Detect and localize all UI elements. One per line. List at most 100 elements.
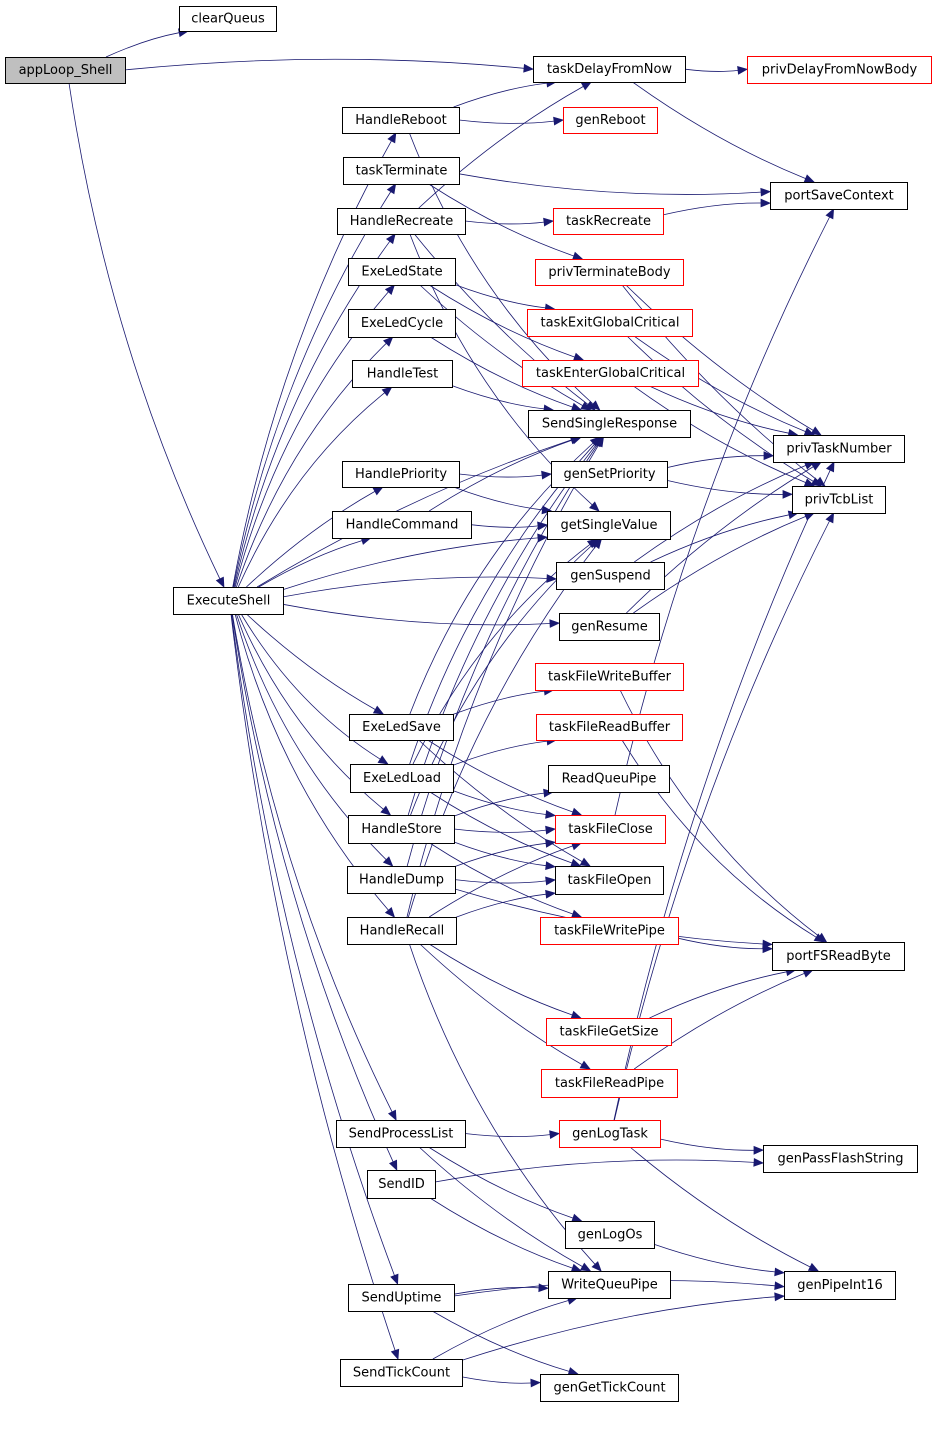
node-priv-task-number[interactable]: privTaskNumber <box>773 435 905 463</box>
node-box <box>556 562 665 590</box>
arrowhead-icon <box>803 174 815 183</box>
node-label: privTerminateBody <box>548 265 670 280</box>
node-send-uptime[interactable]: SendUptime <box>348 1284 455 1312</box>
node-box <box>348 1284 455 1312</box>
node-task-file-read-buffer[interactable]: taskFileReadBuffer <box>536 714 683 741</box>
node-task-file-write-buffer[interactable]: taskFileWriteBuffer <box>535 663 684 691</box>
edge-execute-shell-to-send-uptime <box>231 613 399 1285</box>
node-handle-reboot[interactable]: HandleReboot <box>342 107 460 134</box>
node-box <box>773 435 905 463</box>
node-clear-queus[interactable]: clearQueus <box>179 6 277 32</box>
node-task-enter-global-critical[interactable]: taskEnterGlobalCritical <box>522 360 699 387</box>
edge-gen-log-task-to-gen-pipe-int16 <box>629 1146 820 1272</box>
arrowhead-icon <box>386 183 397 195</box>
edge-handle-reboot-to-gen-reboot <box>458 116 565 126</box>
node-task-file-open[interactable]: taskFileOpen <box>555 866 664 895</box>
node-read-queu-pipe[interactable]: ReadQueuPipe <box>548 765 670 793</box>
node-label: HandlePriority <box>355 467 447 482</box>
node-send-single-response[interactable]: SendSingleResponse <box>528 410 691 438</box>
node-label: SendSingleResponse <box>542 417 677 432</box>
arrowhead-icon <box>545 825 557 835</box>
node-priv-terminate-body[interactable]: privTerminateBody <box>535 259 684 286</box>
arrowhead-icon <box>760 198 772 208</box>
node-gen-pass-flash-string[interactable]: genPassFlashString <box>763 1145 918 1173</box>
edge-line <box>430 336 573 408</box>
edge-gen-log-task-to-gen-pass-flash-string <box>659 1138 765 1155</box>
node-box <box>563 107 658 134</box>
node-label: privTcbList <box>805 493 874 508</box>
edge-send-uptime-to-write-queu-pipe <box>453 1283 550 1295</box>
arrowhead-icon <box>753 1145 765 1155</box>
node-label: clearQueus <box>191 12 265 27</box>
edge-line <box>256 439 572 588</box>
node-label: portFSReadByte <box>786 949 891 964</box>
node-label: genPassFlashString <box>777 1152 903 1167</box>
node-port-save-context[interactable]: portSaveContext <box>770 182 908 210</box>
edge-task-terminate-to-port-save-context <box>458 173 772 197</box>
node-box <box>535 663 684 691</box>
node-gen-set-priority[interactable]: genSetPriority <box>551 461 668 488</box>
node-gen-suspend[interactable]: genSuspend <box>556 562 665 590</box>
node-exe-led-load[interactable]: ExeLedLoad <box>350 764 454 793</box>
node-task-terminate[interactable]: taskTerminate <box>343 157 460 185</box>
node-box <box>555 815 666 844</box>
node-box <box>342 461 460 488</box>
node-handle-priority[interactable]: HandlePriority <box>342 461 460 488</box>
node-get-single-value[interactable]: getSingleValue <box>547 511 671 540</box>
node-gen-pipe-int16[interactable]: genPipeInt16 <box>784 1271 896 1300</box>
edge-line <box>240 613 381 760</box>
node-exe-led-save[interactable]: ExeLedSave <box>349 714 454 741</box>
node-priv-tcb-list[interactable]: privTcbList <box>792 486 886 514</box>
node-execute-shell[interactable]: ExecuteShell <box>173 587 284 615</box>
node-label: genReboot <box>575 113 645 128</box>
edge-line <box>625 284 814 431</box>
node-handle-dump[interactable]: HandleDump <box>347 866 456 894</box>
node-send-process-list[interactable]: SendProcessList <box>336 1120 466 1148</box>
node-task-recreate[interactable]: taskRecreate <box>553 208 664 235</box>
edge-line <box>629 1146 811 1268</box>
node-exe-led-state[interactable]: ExeLedState <box>348 258 456 286</box>
node-task-file-close[interactable]: taskFileClose <box>555 815 666 844</box>
node-label: genPipeInt16 <box>797 1278 883 1293</box>
node-task-file-write-pipe[interactable]: taskFileWritePipe <box>540 917 679 945</box>
node-priv-delay-from-now-body[interactable]: privDelayFromNowBody <box>747 56 932 84</box>
node-label: WriteQueuPipe <box>561 1278 657 1293</box>
node-handle-command[interactable]: HandleCommand <box>332 511 472 539</box>
arrowhead-icon <box>572 251 584 261</box>
edge-line <box>418 739 583 862</box>
node-exe-led-cycle[interactable]: ExeLedCycle <box>348 309 456 338</box>
arrowhead-icon <box>570 1010 582 1020</box>
node-handle-test[interactable]: HandleTest <box>352 360 453 388</box>
edge-handle-command-to-get-single-value <box>470 521 549 531</box>
node-gen-log-task[interactable]: genLogTask <box>559 1120 661 1148</box>
node-task-file-get-size[interactable]: taskFileGetSize <box>546 1018 672 1046</box>
edge-line <box>246 613 376 710</box>
node-gen-resume[interactable]: genResume <box>559 613 660 641</box>
node-task-delay-from-now[interactable]: taskDelayFromNow <box>533 56 686 83</box>
node-box <box>348 309 456 338</box>
node-write-queu-pipe[interactable]: WriteQueuPipe <box>548 1271 671 1299</box>
edge-app-loop-shell-to-execute-shell <box>68 82 225 588</box>
node-task-file-read-pipe[interactable]: taskFileReadPipe <box>541 1069 678 1098</box>
node-handle-recreate[interactable]: HandleRecreate <box>337 208 466 235</box>
edge-line <box>632 81 806 179</box>
arrowhead-icon <box>541 470 553 480</box>
node-gen-log-os[interactable]: genLogOs <box>565 1221 655 1249</box>
node-label: portSaveContext <box>784 189 893 204</box>
arrowhead-icon <box>782 490 794 499</box>
node-app-loop-shell[interactable]: appLoop_Shell <box>5 57 126 84</box>
edge-line <box>418 86 584 209</box>
node-gen-reboot[interactable]: genReboot <box>563 107 658 134</box>
node-send-tick-count[interactable]: SendTickCount <box>340 1359 463 1387</box>
edge-handle-store-to-task-file-open <box>453 841 557 870</box>
node-port-fsread-byte[interactable]: portFSReadByte <box>772 942 905 971</box>
arrowhead-icon <box>372 705 385 715</box>
node-task-exit-global-critical[interactable]: taskExitGlobalCritical <box>527 309 693 337</box>
node-layer: appLoop_Shell clearQueus taskDelayFromNow p… <box>5 6 932 1402</box>
node-handle-store[interactable]: HandleStore <box>348 815 455 844</box>
node-gen-get-tick-count[interactable]: genGetTickCount <box>540 1374 679 1402</box>
node-box <box>535 259 684 286</box>
edge-line <box>666 455 765 468</box>
node-handle-recall[interactable]: HandleRecall <box>347 917 457 945</box>
node-send-id[interactable]: SendID <box>367 1170 436 1199</box>
